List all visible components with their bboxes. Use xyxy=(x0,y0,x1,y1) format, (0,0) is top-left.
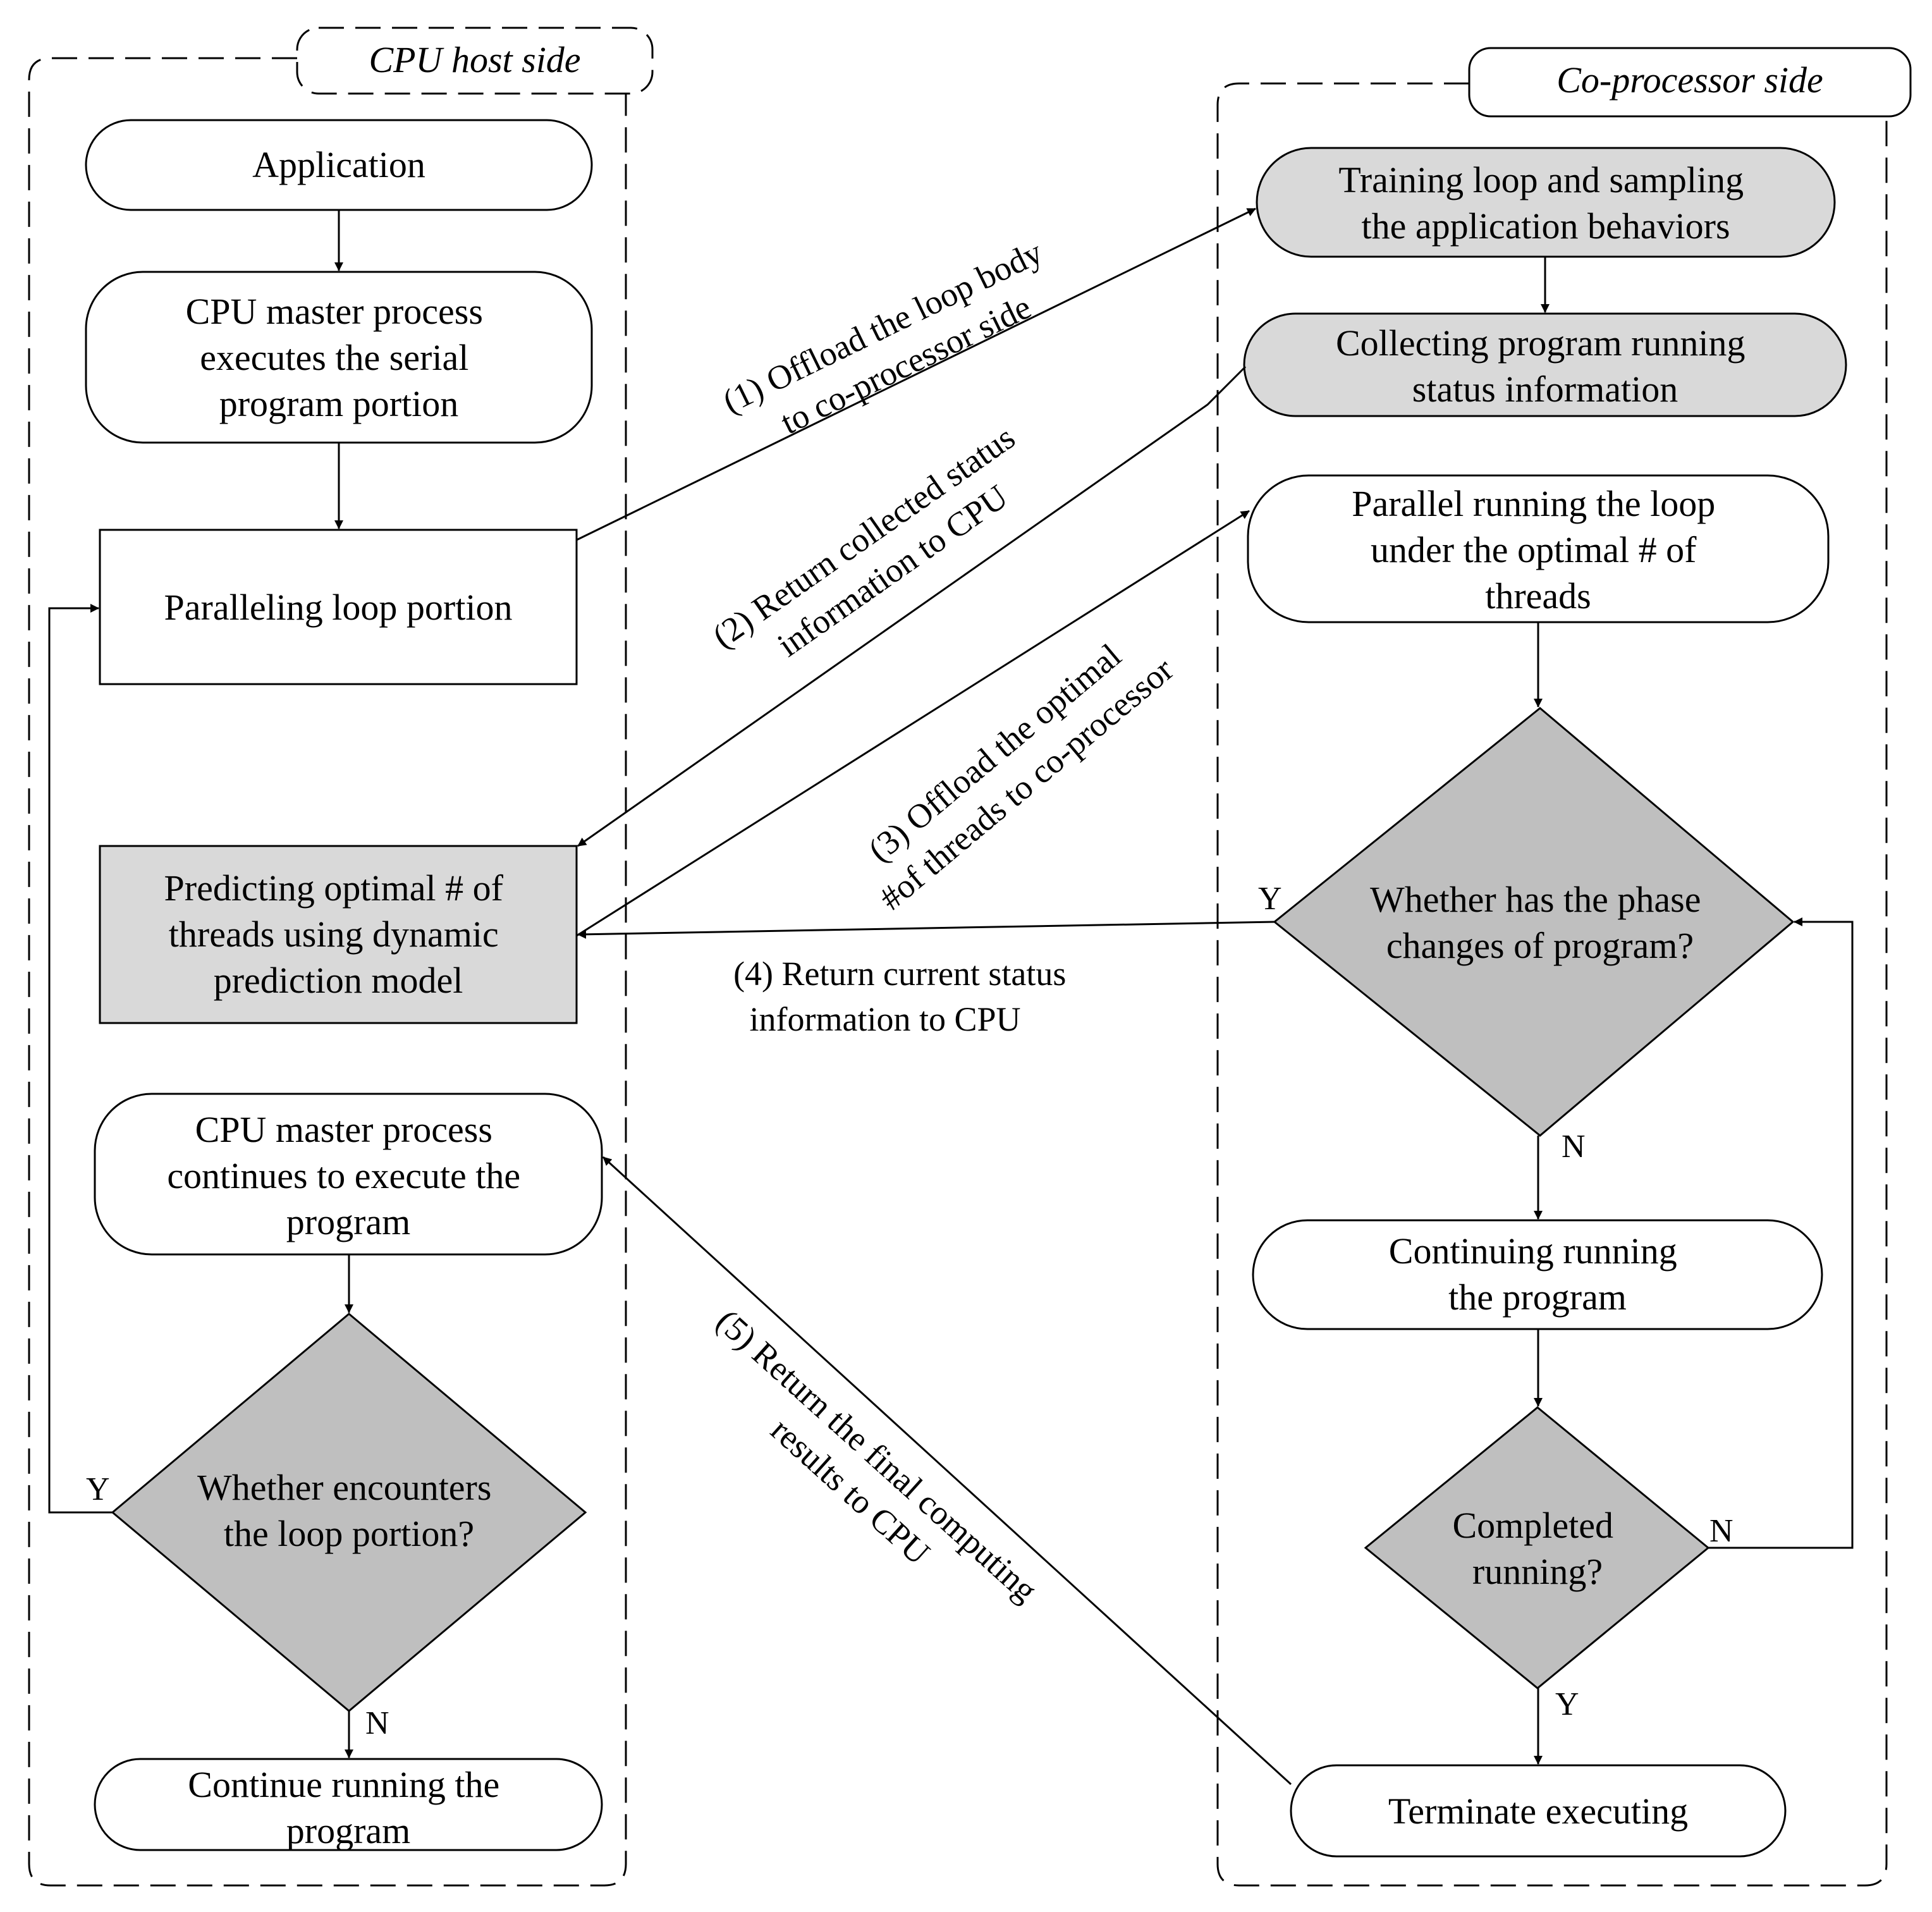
encounters-no-label: N xyxy=(365,1705,389,1741)
cpu-continues-node-text: CPU master process continues to execute … xyxy=(167,1109,529,1242)
co-processor-region: Co-processor side xyxy=(1216,47,1912,1887)
arrow-encounters-yes-loop xyxy=(48,604,113,1514)
continuing-running-node-text: Continuing running the program xyxy=(1389,1230,1686,1318)
continue-running-node-text: Continue running the program xyxy=(188,1764,508,1851)
cpu-master-node-text: CPU master process executes the serial p… xyxy=(186,291,492,424)
completed-yes-label: Y xyxy=(1555,1686,1579,1722)
paralleling-loop-node-text: Paralleling loop portion xyxy=(164,587,513,628)
edge-label-return-final-results: (5) Return the final computing results t… xyxy=(680,1302,1051,1648)
arrow-return-current-status xyxy=(577,921,1275,939)
predicting-node-text: Predicting optimal # of threads using dy… xyxy=(164,867,513,1001)
edge-label-return-collected-status: (2) Return collected status information … xyxy=(706,414,1054,692)
collecting-node-text: Collecting program running status inform… xyxy=(1336,322,1754,410)
arrow-completed-no-loop xyxy=(1708,917,1854,1549)
parallel-running-node-text: Parallel running the loop under the opti… xyxy=(1352,483,1725,616)
continue-running-node xyxy=(94,1758,603,1851)
cpu-host-region: CPU host side xyxy=(28,27,654,1887)
phase-change-decision-text: Whether has the phase changes of program… xyxy=(1370,879,1710,966)
completed-decision xyxy=(1364,1406,1710,1689)
arrow-return-collected-status xyxy=(577,365,1247,847)
arrow-return-final-results xyxy=(602,1156,1292,1786)
terminate-node-text: Terminate executing xyxy=(1388,1791,1688,1832)
arrow-offload-threads xyxy=(576,510,1250,937)
encounters-yes-label: Y xyxy=(86,1471,110,1507)
edge-label-offload-loop-body: (1) Offload the loop body to co-processo… xyxy=(717,229,1075,460)
co-processor-label: Co-processor side xyxy=(1556,59,1823,101)
training-node-text: Training loop and sampling the applicati… xyxy=(1338,159,1752,247)
completed-decision-text: Completed running? xyxy=(1452,1505,1622,1592)
cpu-host-label: CPU host side xyxy=(369,39,580,80)
encounters-decision xyxy=(111,1313,587,1712)
edge-label-return-current-status: (4) Return current status information to… xyxy=(733,955,1075,1038)
paralleling-loop-node xyxy=(99,529,578,685)
phase-change-decision xyxy=(1273,707,1795,1137)
phase-no-label: N xyxy=(1562,1129,1586,1165)
terminate-node xyxy=(1290,1764,1787,1858)
arrow-offload-loop-body xyxy=(576,207,1256,541)
completed-no-label: N xyxy=(1709,1513,1733,1549)
collecting-node xyxy=(1243,312,1847,417)
encounters-decision-text: Whether encounters the loop portion? xyxy=(197,1467,501,1554)
predicting-node xyxy=(99,845,578,1024)
application-node-text: Application xyxy=(252,144,425,185)
phase-yes-label: Y xyxy=(1258,881,1282,917)
